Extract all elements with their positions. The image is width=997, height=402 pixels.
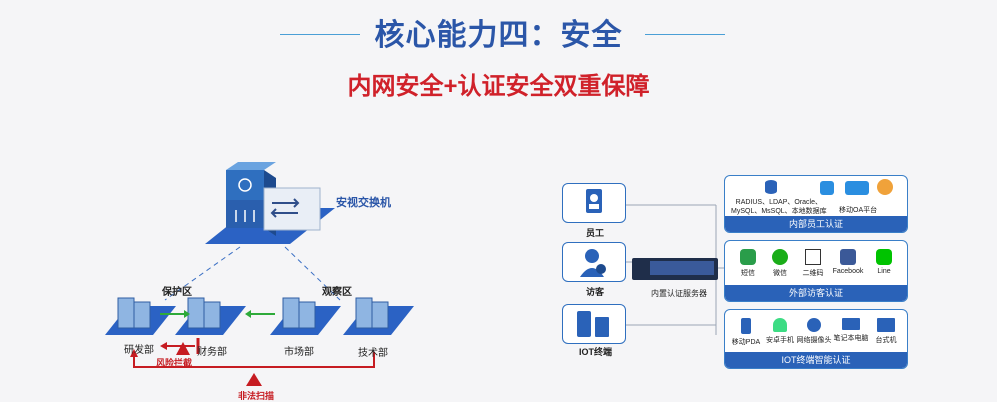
camera-icon — [807, 318, 821, 332]
user-employee-label: 员工 — [586, 228, 605, 238]
wechat-item: 微信 — [765, 249, 795, 278]
page-subtitle: 内网安全+认证安全双重保障 — [347, 73, 650, 100]
auth-server-label: 内置认证服务器 — [651, 289, 707, 298]
qrcode-icon — [805, 249, 821, 265]
page-title: 核心能力四：安全 — [374, 19, 623, 52]
database-icon — [765, 180, 777, 194]
warning-icon — [246, 373, 262, 386]
user-card-visitor — [562, 242, 626, 282]
sms-item: 短信 — [733, 249, 763, 278]
panel-internal-auth: RADIUS、LDAP、Oracle、 MySQL、MsSQL、本地数据库 移动… — [724, 175, 908, 233]
auth-server-icon — [632, 258, 718, 280]
id-badge-icon — [586, 189, 602, 213]
switch-icon — [226, 162, 321, 236]
zone-protect-label: 保护区 — [162, 287, 192, 298]
laptop-item: 笔记本电脑 — [831, 318, 871, 343]
qrcode-item: 二维码 — [798, 249, 828, 278]
illegal-scan-label: 非法扫描 — [238, 391, 275, 401]
zone-observe-label: 观察区 — [322, 287, 352, 298]
android-icon — [773, 318, 787, 332]
risk-block-label: 风险拦截 — [156, 358, 193, 368]
desktop-icon — [877, 318, 895, 332]
scan-arrow — [133, 352, 375, 368]
pda-icon — [741, 318, 751, 334]
db-list-label: RADIUS、LDAP、Oracle、 MySQL、MsSQL、本地数据库 — [731, 199, 827, 215]
user-visitor-label: 访客 — [586, 287, 605, 297]
dept-tech-label: 技术部 — [358, 348, 388, 359]
camera-item: 网络摄像头 — [795, 318, 833, 345]
owl-icon — [877, 179, 893, 195]
sms-icon — [740, 249, 756, 265]
title-divider-right — [645, 34, 725, 35]
facebook-item: Facebook — [831, 249, 865, 275]
panel-visitor-bar: 外部访客认证 — [725, 285, 907, 301]
panel-iot-auth: 移动PDA 安卓手机 网络摄像头 笔记本电脑 台式机 IOT终端智能认证 — [724, 309, 908, 369]
dept-rd-label: 研发部 — [124, 345, 154, 356]
title-divider-left — [280, 34, 360, 35]
user-card-iot — [562, 304, 626, 344]
laptop-icon — [842, 318, 860, 330]
panel-visitor-auth: 短信 微信 二维码 Facebook Line 外部访客认证 — [724, 240, 908, 302]
switch-label: 安视交换机 — [336, 197, 391, 209]
wechat-icon — [772, 249, 788, 265]
line-icon — [876, 249, 892, 265]
warning-icon — [176, 342, 190, 355]
panel-internal-bar: 内部员工认证 — [725, 216, 907, 232]
user-card-employee — [562, 183, 626, 223]
facebook-icon — [840, 249, 856, 265]
android-item: 安卓手机 — [763, 318, 797, 345]
iot-device-icon — [577, 311, 609, 337]
user-iot-label: IOT终端 — [579, 347, 612, 357]
visitor-icon — [580, 249, 606, 277]
panel-iot-bar: IOT终端智能认证 — [725, 352, 907, 368]
desktop-item: 台式机 — [869, 318, 903, 345]
oa-platform-label: 移动OA平台 — [839, 207, 878, 214]
pda-item: 移动PDA — [729, 318, 763, 347]
line-item: Line — [869, 249, 899, 275]
mail-icon — [820, 181, 834, 195]
dingtalk-icon — [845, 181, 869, 195]
dept-finance-label: 财务部 — [197, 347, 227, 358]
dept-market-label: 市场部 — [284, 347, 314, 358]
